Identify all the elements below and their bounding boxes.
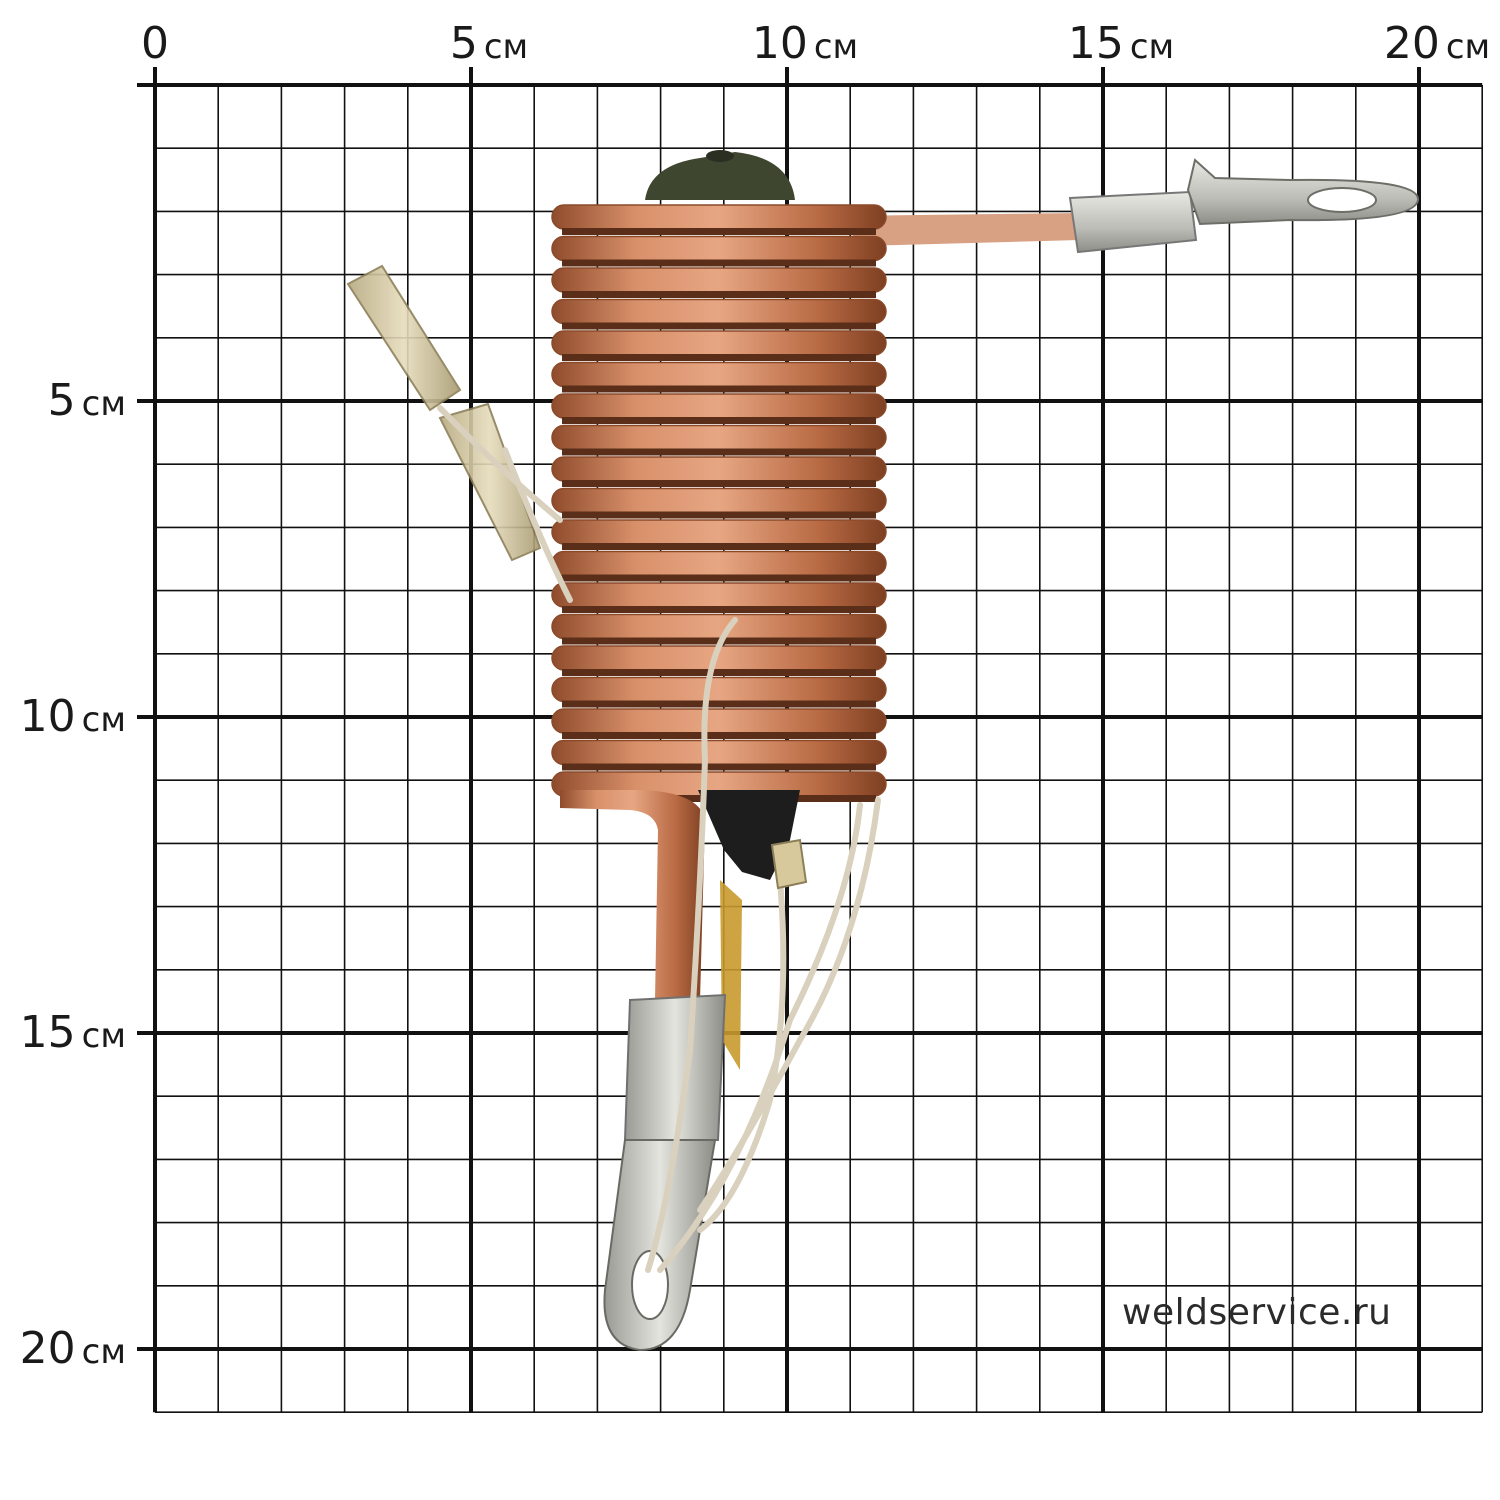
coil-turn	[551, 330, 887, 356]
coil-gap	[562, 543, 876, 550]
coil-turn	[551, 393, 887, 419]
resin-cap-bead	[706, 150, 734, 162]
coil-turn	[551, 456, 887, 482]
axis-label-number: 15	[1067, 18, 1124, 69]
coil-gap	[562, 763, 876, 771]
axis-label-number: 15	[19, 1007, 76, 1058]
coil-gap	[562, 291, 876, 298]
bottom-copper-lead	[560, 790, 705, 1000]
coil-gap	[562, 480, 876, 487]
copper-coil-assembly	[346, 150, 1420, 1352]
coil-turn	[551, 487, 887, 514]
axis-label-number: 0	[141, 18, 169, 69]
coil-gap	[562, 417, 876, 424]
measurement-grid	[137, 67, 1483, 1413]
axis-label-unit: см	[813, 27, 859, 67]
coil-gap	[562, 574, 876, 582]
coil-gap	[562, 669, 876, 676]
axis-label-unit: см	[1445, 27, 1491, 67]
coil-turn	[551, 204, 887, 230]
coil-turn	[551, 613, 887, 640]
top-copper-strip	[840, 213, 1080, 246]
top-crimp-sleeve	[1068, 190, 1198, 254]
axis-label-unit: см	[483, 27, 529, 67]
coil-gap	[562, 448, 876, 456]
wire-sleeve-small	[770, 838, 808, 890]
coil-turn	[551, 550, 887, 577]
left-sleeve-lower	[438, 402, 542, 562]
coil-gap	[562, 700, 876, 708]
resin-cap	[645, 152, 795, 200]
coil-turn	[551, 361, 887, 388]
top-ring-hole	[1307, 187, 1377, 213]
x-axis-label: 0	[141, 22, 169, 66]
coil-gap	[562, 606, 876, 613]
coil-gap	[562, 259, 876, 267]
coil-turn	[551, 424, 887, 451]
coil-gap	[562, 385, 876, 393]
top-ring-terminal	[1186, 158, 1420, 226]
coil-turn	[551, 267, 887, 293]
axis-label-unit: см	[81, 1332, 126, 1372]
signal-wires	[437, 405, 881, 1273]
axis-label-unit: см	[81, 1016, 126, 1056]
coil-turn	[551, 676, 887, 703]
coil-gap	[562, 228, 876, 235]
axis-label-number: 5	[47, 375, 76, 426]
axis-label-number: 20	[1383, 18, 1440, 69]
coil-turn	[551, 739, 887, 766]
axis-label-number: 5	[449, 18, 478, 69]
watermark-text: weldservice.ru	[1122, 1292, 1392, 1333]
bottom-crimp-sleeve	[623, 993, 727, 1141]
coil-gap	[562, 511, 876, 519]
left-sleeve-upper	[346, 264, 462, 412]
coil-turn	[551, 582, 887, 608]
coil-turn	[551, 519, 887, 545]
axis-label-unit: см	[81, 384, 126, 424]
coil-turn	[551, 298, 887, 325]
coil-gap	[562, 354, 876, 361]
bottom-ring-terminal	[603, 1139, 717, 1352]
coil-gap	[562, 322, 876, 330]
coil-turn	[551, 235, 887, 262]
axis-label-number: 20	[19, 1323, 76, 1374]
coil-windings	[551, 204, 887, 802]
axis-label-number: 10	[751, 18, 808, 69]
coil-turn	[551, 708, 887, 734]
axis-label-unit: см	[81, 700, 126, 740]
amber-insulation-film	[720, 880, 742, 1070]
coil-gap	[562, 732, 876, 739]
axis-label-number: 10	[19, 691, 76, 742]
axis-label-unit: см	[1129, 27, 1175, 67]
